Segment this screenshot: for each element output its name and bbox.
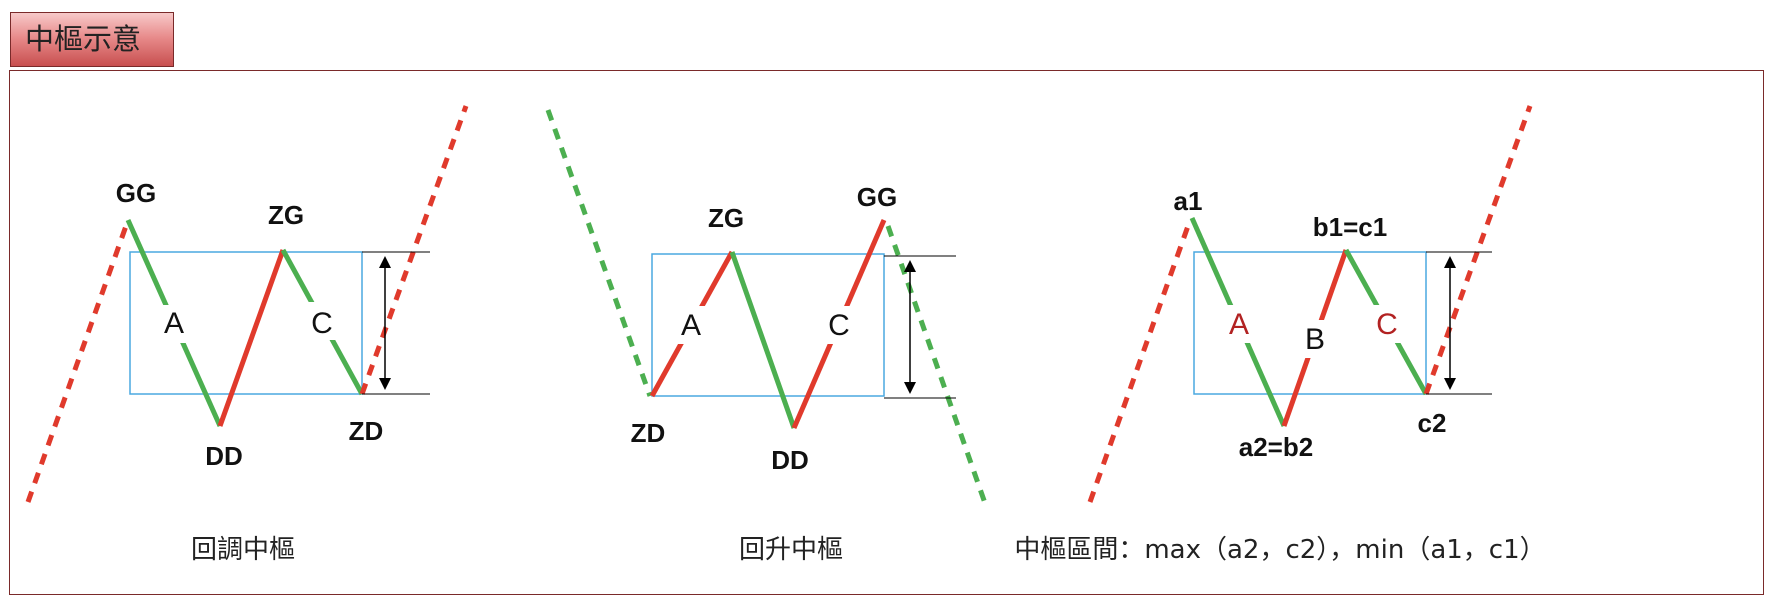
diagram-pivot-range: A B C a1 b1=c1 a2=b2 c2 中樞區間：max（a2，c2），… — [1014, 105, 1546, 565]
segment-a-label: A — [164, 307, 184, 340]
caption-pivot-range: 中樞區間：max（a2，c2），min（a1，c1） — [1014, 535, 1545, 565]
trend-in-down-dashed — [545, 109, 653, 397]
point-zg-label: ZG — [268, 200, 304, 230]
header-title: 中樞示意 — [25, 22, 142, 56]
point-gg-label: GG — [857, 182, 897, 212]
point-zd-label: ZD — [631, 418, 666, 448]
point-zd-label: ZD — [349, 416, 384, 446]
point-b1c1-label: b1=c1 — [1313, 212, 1387, 242]
point-dd-label: DD — [205, 441, 243, 471]
segment-b-line — [729, 251, 797, 429]
point-dd-label: DD — [771, 445, 809, 475]
segment-a-label: A — [1229, 308, 1249, 341]
diagram-rebound-pivot: A C ZG GG ZD DD 回升中樞 — [545, 109, 989, 565]
header-tab[interactable]: 中樞示意 — [10, 12, 174, 67]
caption-pullback: 回調中樞 — [191, 535, 295, 565]
point-zg-label: ZG — [708, 203, 744, 233]
trend-out-down-dashed — [885, 225, 989, 507]
trend-out-up-dashed — [359, 105, 469, 395]
point-a1-label: a1 — [1174, 186, 1203, 216]
trend-in-up-dashed — [25, 225, 129, 503]
segment-b-line — [217, 249, 286, 427]
diagram-pullback-pivot: A C GG ZG DD ZD 回調中樞 — [25, 105, 469, 565]
trend-in-up-dashed — [1087, 225, 1191, 503]
pivot-box — [651, 253, 885, 397]
pivot-box — [129, 251, 363, 395]
segment-a-label: A — [681, 309, 701, 342]
point-a2b2-label: a2=b2 — [1239, 432, 1313, 462]
point-c2-label: c2 — [1418, 408, 1447, 438]
caption-rebound: 回升中樞 — [739, 535, 843, 565]
point-gg-label: GG — [116, 178, 156, 208]
diagram-panel — [9, 70, 1764, 595]
segment-c-label: C — [828, 309, 850, 342]
segment-c-label: C — [1376, 308, 1398, 341]
pivot-box — [1193, 251, 1427, 395]
segment-c-label: C — [311, 307, 333, 340]
segment-b-label: B — [1305, 323, 1325, 356]
trend-out-up-dashed — [1423, 105, 1533, 395]
